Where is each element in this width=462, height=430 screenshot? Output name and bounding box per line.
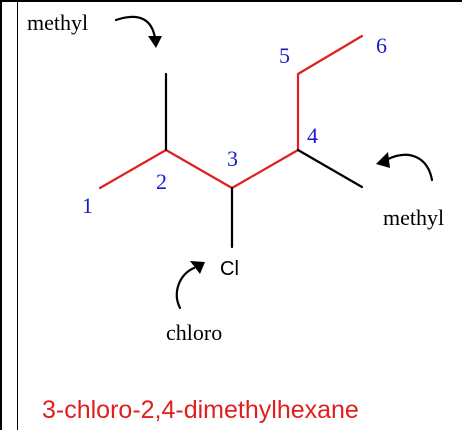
main-chain [98,34,364,190]
locant-5: 5 [279,43,290,68]
methyl-label-right: methyl [383,205,444,230]
curved-arrow-icon [175,261,205,310]
chlorine-atom-label: Cl [220,258,239,280]
bond-c2-c3 [164,148,234,190]
arrowhead [376,152,390,168]
side-bonds [164,72,364,249]
locant-3: 3 [227,146,238,171]
curved-arrow-icon [376,152,434,182]
methyl-label-top: methyl [27,10,88,35]
locant-1: 1 [82,193,93,218]
curved-arrow-icon [114,15,162,48]
locant-2: 2 [156,169,167,194]
bond-c1-c2 [98,148,168,190]
arrowhead [148,36,162,48]
bond-c4-methyl [296,148,364,189]
frame-inner-left-border [17,0,18,430]
frame-top-border [0,0,462,2]
annotation-arrows [114,15,434,310]
chloro-label: chloro [166,320,222,345]
locant-6: 6 [376,33,387,58]
substituent-labels: methyl methyl chloro [27,10,444,345]
bond-c3-c4 [230,148,300,190]
compound-name: 3-chloro-2,4-dimethylhexane [42,396,359,424]
arrowhead [190,261,205,274]
frame-left-border [0,0,2,430]
locant-4: 4 [307,123,318,148]
locant-numbers: 1 2 3 4 5 6 [82,33,387,218]
bond-c5-c6 [296,34,364,76]
